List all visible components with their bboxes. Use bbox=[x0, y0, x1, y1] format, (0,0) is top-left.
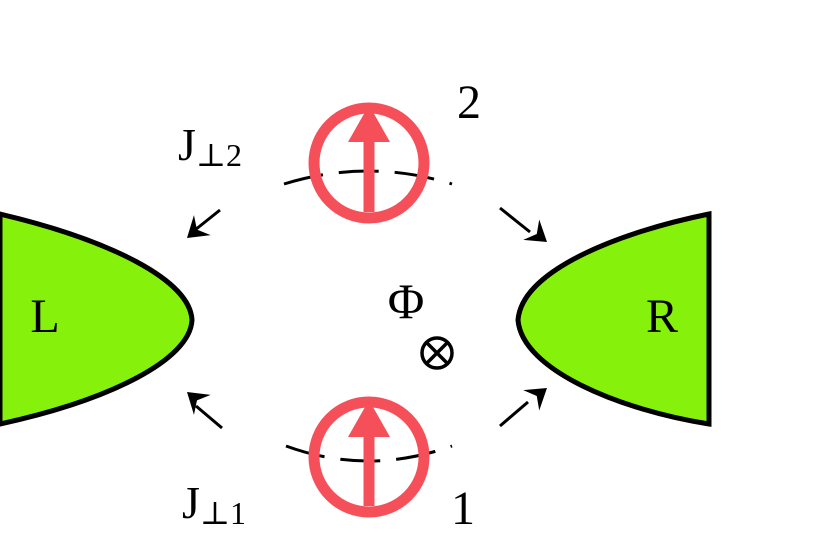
spin-2-label: 2 bbox=[457, 76, 481, 129]
left-lead: L bbox=[0, 211, 195, 427]
left-lead-shape bbox=[0, 211, 195, 427]
arrow-bottom-right-icon bbox=[499, 377, 556, 428]
spin-1-up-arrow-icon bbox=[348, 400, 390, 506]
coupling-bottom-symbol: J bbox=[182, 477, 200, 528]
coupling-top-label: J⊥2 bbox=[178, 119, 242, 173]
spin-2-up-arrow-icon bbox=[348, 105, 390, 212]
coupling-top-subscript: ⊥2 bbox=[196, 137, 242, 173]
left-lead-label: L bbox=[30, 290, 59, 343]
spin-1: 1 bbox=[285, 396, 475, 535]
flux: Φ bbox=[388, 273, 454, 370]
arrow-bottom-left-icon bbox=[178, 382, 223, 430]
right-lead-label: R bbox=[646, 290, 678, 343]
arrow-top-left-icon bbox=[178, 208, 221, 248]
coupling-top-symbol: J bbox=[178, 119, 196, 170]
spin-2: 2 bbox=[283, 76, 481, 224]
coupling-bottom-label: J⊥1 bbox=[182, 477, 246, 531]
arrow-top-right-icon bbox=[499, 206, 556, 253]
right-lead-shape bbox=[515, 210, 712, 427]
coupling-bottom-subscript: ⊥1 bbox=[200, 495, 246, 531]
right-lead: R bbox=[515, 210, 712, 427]
flux-symbol: Φ bbox=[388, 273, 425, 329]
flux-into-page-icon bbox=[420, 336, 454, 370]
spin-1-label: 1 bbox=[451, 482, 475, 535]
